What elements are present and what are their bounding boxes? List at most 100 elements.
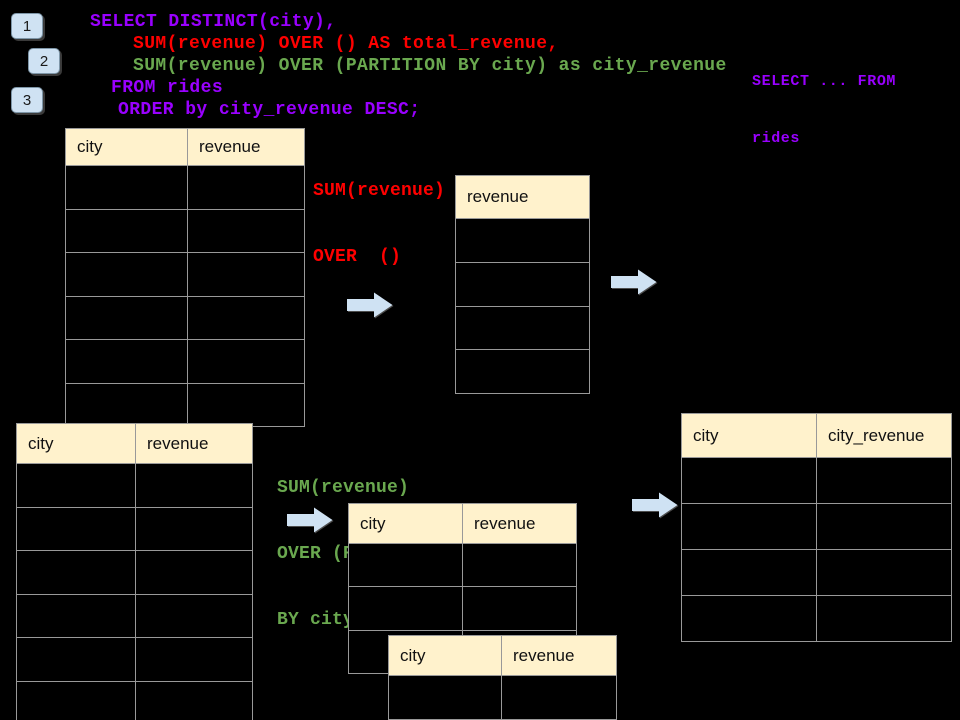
column-header-city-revenue: city_revenue [816, 413, 952, 458]
table-header: city city_revenue [681, 413, 952, 458]
table-header: revenue [455, 175, 590, 219]
table-row [16, 593, 253, 639]
table-cell [348, 542, 463, 588]
table-header: city revenue [65, 128, 305, 166]
table-cell [135, 593, 253, 639]
table-cell [135, 637, 253, 682]
table-rides-source-partition: city revenue [16, 423, 253, 720]
table-cell [65, 339, 188, 384]
table-cell [65, 295, 188, 340]
column-header-revenue: revenue [462, 503, 577, 544]
flow-arrow-icon [611, 269, 657, 295]
table-row [65, 339, 305, 384]
annotation-line: SUM(revenue) [313, 181, 446, 201]
table-row [16, 550, 253, 595]
table-cell [187, 382, 305, 427]
table-row [16, 506, 253, 552]
table-cell [65, 382, 188, 427]
header-row: city revenue [16, 423, 253, 464]
table-cell [455, 349, 590, 395]
arrow-shape [611, 269, 657, 295]
flow-arrow-icon [347, 292, 393, 318]
table-cell [816, 549, 952, 596]
table-cell [681, 549, 817, 596]
column-header-city: city [681, 413, 817, 458]
table-row [681, 503, 952, 550]
annotation-line: SUM(revenue) [277, 478, 410, 498]
column-header-city: city [16, 423, 136, 464]
table-cell [65, 208, 188, 253]
table-row [455, 305, 590, 351]
annotation-sum-over-empty: SUM(revenue) OVER () [313, 136, 445, 312]
table-row [455, 349, 590, 395]
side-note-line: SELECT ... FROM [752, 73, 897, 90]
column-header-revenue: revenue [187, 128, 305, 166]
header-row: city revenue [65, 128, 305, 166]
table-row [455, 261, 590, 307]
table-row [388, 675, 617, 720]
table-cell [16, 593, 136, 639]
step-badge-3: 3 [11, 87, 43, 113]
table-cell [65, 165, 188, 210]
header-row: city revenue [348, 503, 577, 544]
table-rides-source-total: city revenue [65, 128, 305, 427]
table-cell [16, 506, 136, 552]
header-row: city revenue [388, 635, 617, 676]
table-row [65, 208, 305, 253]
table-partition-group-b: city revenue [388, 635, 617, 720]
table-partition-group-a: city revenue [348, 503, 577, 674]
table-cell [462, 586, 577, 631]
table-cell [187, 165, 305, 210]
table-header: city revenue [16, 423, 253, 464]
table-cell [187, 295, 305, 340]
annotation-line: OVER () [313, 247, 402, 267]
arrow-shape [347, 292, 393, 318]
header-row: revenue [455, 175, 590, 219]
table-cell [16, 550, 136, 595]
table-row [16, 637, 253, 682]
table-cell [16, 680, 136, 720]
table-cell [455, 218, 590, 263]
table-body [455, 218, 590, 395]
table-row [681, 457, 952, 504]
table-cell [135, 680, 253, 720]
table-cell [455, 261, 590, 307]
table-header: city revenue [388, 635, 617, 676]
table-row [65, 165, 305, 210]
table-row [16, 680, 253, 720]
table-cell [135, 506, 253, 552]
table-row [348, 586, 577, 631]
sql-line-from: FROM rides [111, 78, 224, 98]
flow-arrow-icon [287, 507, 333, 533]
side-note-line: rides [752, 130, 801, 147]
table-cell [681, 503, 817, 550]
table-cell [16, 463, 136, 508]
arrow-shape [287, 507, 333, 533]
table-header: city revenue [348, 503, 577, 544]
table-cell [135, 550, 253, 595]
table-cell [187, 252, 305, 297]
table-row [348, 542, 577, 588]
table-cell [65, 252, 188, 297]
table-row [65, 252, 305, 297]
side-note-select-from-rides: SELECT ... FROM rides [752, 34, 896, 186]
column-header-city: city [65, 128, 188, 166]
table-body [16, 463, 253, 720]
table-cell [816, 503, 952, 550]
sql-line-city-revenue: SUM(revenue) OVER (PARTITION BY city) as… [133, 56, 727, 76]
table-cell [187, 208, 305, 253]
table-cell [816, 595, 952, 642]
table-row [681, 595, 952, 642]
step-badge-1: 1 [11, 13, 43, 39]
table-cell [187, 339, 305, 384]
sql-line-select: SELECT DISTINCT(city), [90, 12, 337, 32]
column-header-revenue: revenue [135, 423, 253, 464]
table-cell [462, 542, 577, 588]
table-cell [501, 675, 617, 720]
table-row [455, 218, 590, 263]
table-result-city-revenue: city city_revenue [681, 413, 952, 642]
table-cell [816, 457, 952, 504]
table-row [681, 549, 952, 596]
table-row [16, 463, 253, 508]
